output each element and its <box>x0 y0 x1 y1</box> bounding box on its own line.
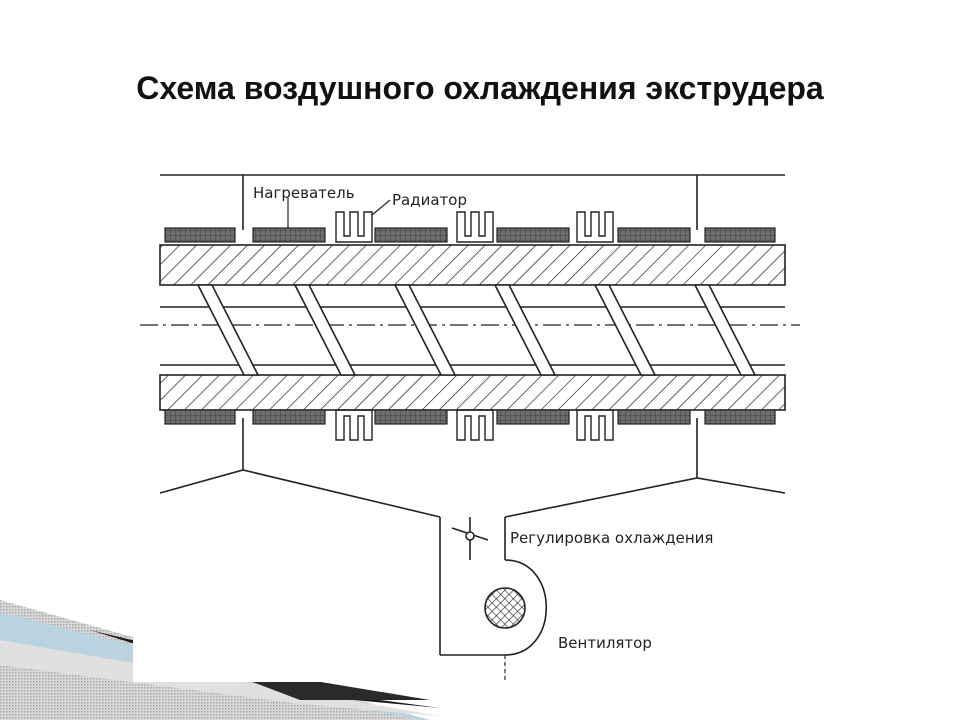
radiator-fin <box>456 409 494 441</box>
slide-title: Схема воздушного охлаждения экструдера <box>136 70 824 106</box>
radiator-fin <box>576 409 614 441</box>
fan-impeller-icon <box>484 587 526 629</box>
heater-band <box>374 409 448 425</box>
heater-band <box>704 409 776 425</box>
radiator-fin <box>335 211 373 243</box>
barrel-lower-wall <box>159 374 786 411</box>
screw-flight <box>593 284 657 376</box>
heater-band <box>496 227 570 243</box>
screw-flight <box>393 284 457 376</box>
heater-band <box>617 409 691 425</box>
radiator-leader-line <box>371 199 391 216</box>
heater-band <box>704 227 776 243</box>
heater-band <box>252 409 326 425</box>
heater-label: Нагреватель <box>253 184 355 202</box>
air-duct-right <box>504 477 786 518</box>
heater-band <box>164 409 236 425</box>
upper-heaters <box>164 227 776 243</box>
heater-band <box>617 227 691 243</box>
screw-flight <box>196 284 260 376</box>
radiator-fin <box>456 211 494 243</box>
lower-heaters <box>164 409 776 425</box>
heater-band <box>496 409 570 425</box>
fan-label: Вентилятор <box>558 634 652 652</box>
fan-housing <box>440 559 547 656</box>
barrel-upper-wall <box>159 244 786 286</box>
heater-band <box>374 227 448 243</box>
radiator-fin <box>576 211 614 243</box>
screw-flight <box>293 284 357 376</box>
heater-band <box>252 227 326 243</box>
extruder-cooling-diagram: Нагреватель Радиатор Регулировка охлажде… <box>140 174 800 680</box>
radiator-label: Радиатор <box>392 191 467 209</box>
screw-flight <box>493 284 557 376</box>
damper-pivot-icon <box>465 531 475 541</box>
diagram-panel: Нагреватель Радиатор Регулировка охлажде… <box>133 160 800 682</box>
air-duct-left <box>159 469 441 518</box>
screw-flights <box>196 284 757 376</box>
radiator-fin <box>335 409 373 441</box>
cooling-control-label: Регулировка охлаждения <box>510 529 713 547</box>
screw-flight <box>693 284 757 376</box>
heater-band <box>164 227 236 243</box>
